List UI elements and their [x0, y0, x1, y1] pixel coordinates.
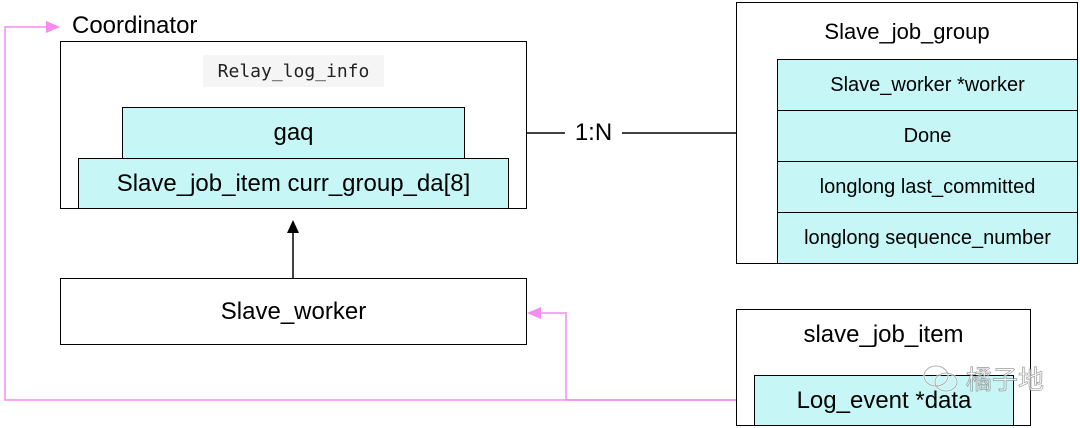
pink-arrow-to-slave-worker	[540, 312, 754, 401]
gaq-box: gaq	[122, 107, 465, 159]
pink-arrow-to-coordinator	[4, 26, 754, 401]
job-group-field-done: Done	[777, 110, 1078, 163]
relation-label: 1:N	[574, 119, 613, 146]
pink-arrowhead-slave-worker	[527, 307, 541, 319]
watermark-text: 橘子地	[966, 366, 1045, 397]
slave-job-item-title: slave_job_item	[803, 321, 964, 348]
job-group-field-worker: Slave_worker *worker	[777, 59, 1078, 112]
job-group-field-sequence-number: longlong sequence_number	[777, 212, 1078, 264]
curr-group-box: Slave_job_item curr_group_da[8]	[78, 158, 509, 209]
black-arrowhead-up	[287, 220, 299, 233]
relay-log-info-label: Relay_log_info	[203, 55, 384, 87]
pink-arrowhead-coordinator	[46, 21, 60, 33]
slave-job-group-title: Slave_job_group	[824, 19, 990, 44]
log-event-data-box: Log_event *data	[754, 375, 1014, 426]
job-group-field-last-committed: longlong last_committed	[777, 161, 1078, 214]
watermark: 橘子地	[922, 360, 1044, 397]
wechat-icon	[922, 364, 959, 392]
coordinator-title: Coordinator	[72, 12, 198, 39]
slave-worker-box: Slave_worker	[60, 278, 527, 345]
